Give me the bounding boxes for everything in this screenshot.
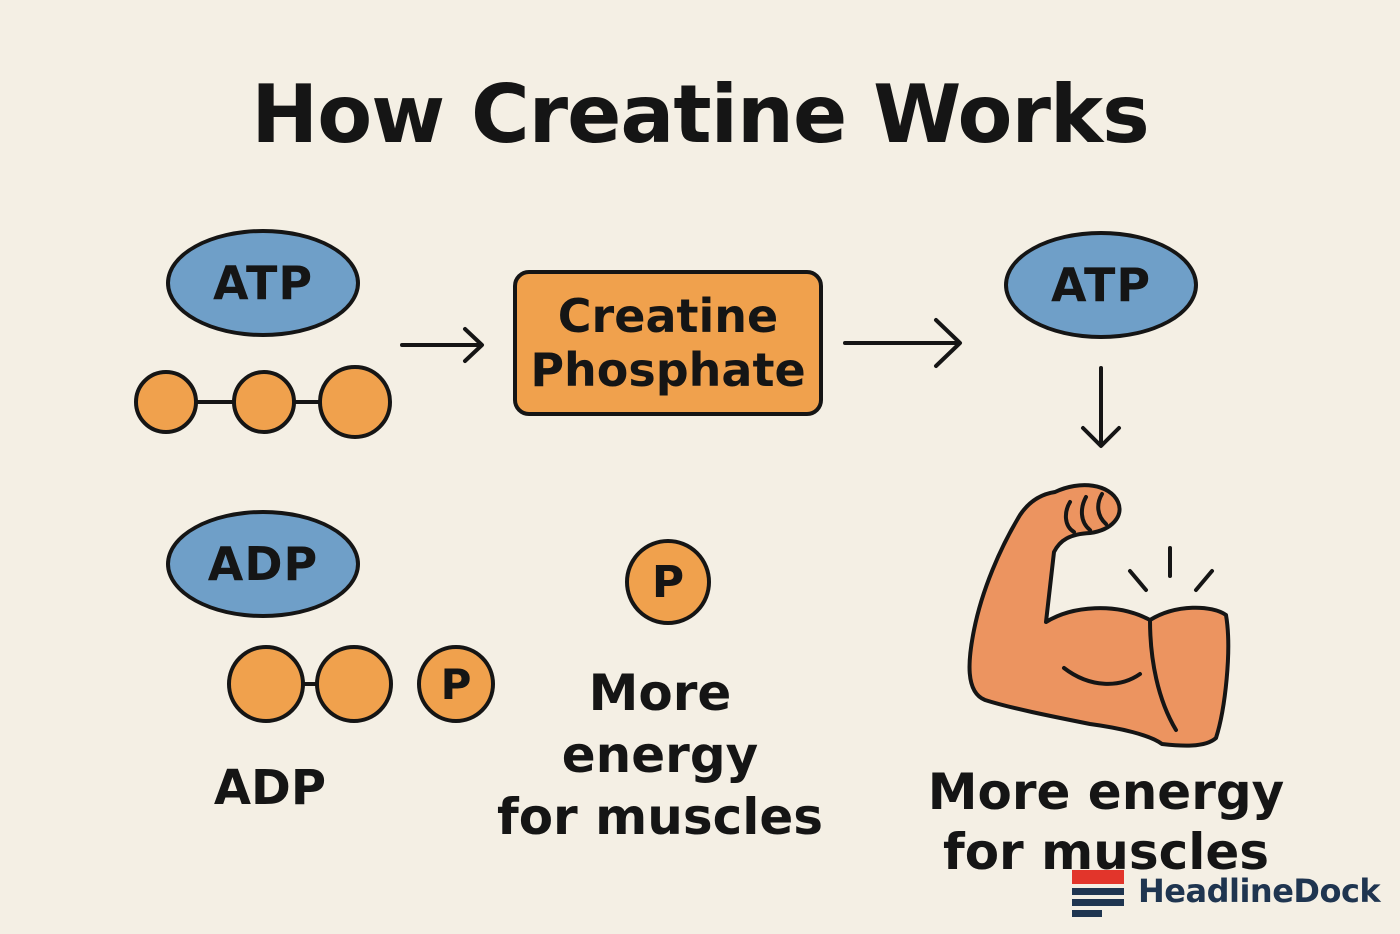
atp-right-label: ATP [1050, 258, 1152, 312]
atp-left-label: ATP [212, 256, 314, 310]
center-caption-line-1: More [588, 664, 732, 722]
center-phosphate-label: P [651, 556, 685, 608]
adp-caption: ADP [213, 760, 327, 816]
adp-phosphate-chain [227, 645, 393, 723]
arrow-right-icon [400, 327, 484, 363]
atp-left-oval: ATP [166, 229, 360, 337]
right-caption: More energy for muscles [900, 762, 1312, 882]
free-phosphate-label: P [440, 659, 472, 709]
center-caption: More energy for muscles [470, 662, 850, 848]
phosphate-circle [134, 370, 198, 434]
atp-phosphate-chain [134, 365, 392, 439]
adp-oval-label: ADP [207, 537, 319, 591]
arrow-right-icon [843, 318, 962, 368]
free-phosphate-circle [417, 645, 495, 723]
brand-name: HeadlineDock [1138, 872, 1381, 910]
atp-right-oval: ATP [1004, 231, 1198, 339]
arrow-down-icon [1081, 366, 1121, 448]
diagram-title: How Creatine Works [251, 68, 1149, 161]
creatine-phosphate-line-1: Creatine [557, 289, 779, 343]
adp-oval: ADP [166, 510, 360, 618]
center-caption-line-3: for muscles [496, 788, 824, 846]
phosphate-circle [227, 645, 305, 723]
flexed-bicep-icon [967, 483, 1231, 748]
center-caption-line-2: energy [561, 726, 759, 784]
center-phosphate-circle [625, 539, 711, 625]
creatine-phosphate-box: Creatine Phosphate [513, 270, 823, 416]
creatine-phosphate-line-2: Phosphate [530, 343, 806, 397]
phosphate-circle [232, 370, 296, 434]
brand-logo-icon [1072, 870, 1124, 917]
phosphate-circle [315, 645, 393, 723]
phosphate-circle [318, 365, 392, 439]
right-caption-line-2: for muscles [942, 823, 1270, 881]
right-caption-line-1: More energy [927, 763, 1285, 821]
